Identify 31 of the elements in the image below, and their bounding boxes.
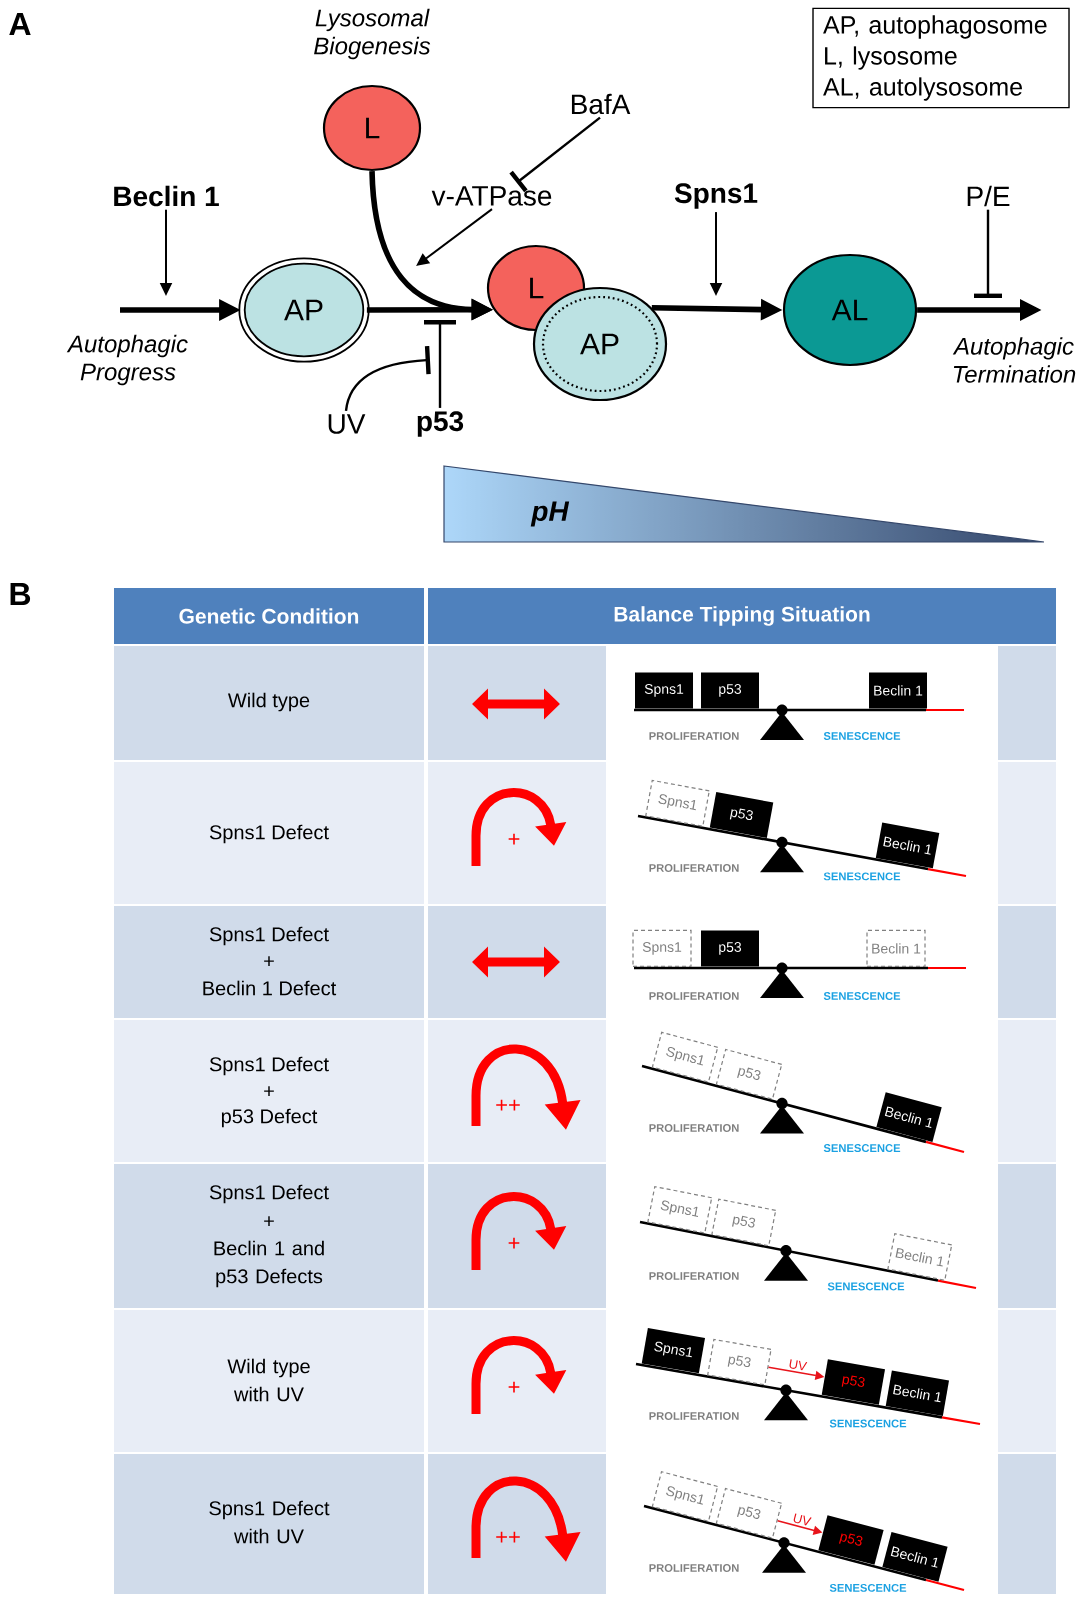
sign-label: ++ bbox=[496, 1531, 520, 1543]
table-cell: Spns1 Defect + p53 Defect bbox=[114, 1020, 424, 1162]
edge-label: Autophagic Termination bbox=[952, 337, 1076, 383]
factor-label: v-ATPase bbox=[431, 186, 552, 206]
factor-label: p53 bbox=[417, 411, 464, 437]
ph-gradient-triangle: pH bbox=[443, 465, 1045, 543]
factor-label: BafA bbox=[571, 93, 631, 115]
table-cell: Spns1 Defect + Beclin 1 Defect bbox=[114, 906, 424, 1018]
factor-label: Beclin 1 bbox=[114, 185, 219, 207]
table-cell: Wild type bbox=[114, 646, 424, 760]
arrow bbox=[416, 208, 493, 266]
inhibition-line bbox=[424, 320, 456, 408]
factor-label: UV bbox=[328, 414, 366, 434]
sign-label: ++ bbox=[496, 1099, 520, 1111]
edge-label: Autophagic Progress bbox=[66, 334, 188, 386]
table-header-cell: Balance Tipping Situation bbox=[428, 588, 1056, 644]
table-cell: Spns1 Defect + Beclin 1 and p53 Defects bbox=[114, 1164, 424, 1308]
sign-label: + bbox=[508, 1237, 520, 1249]
inhibition-line bbox=[974, 209, 1002, 298]
panel-letter: B bbox=[10, 583, 31, 605]
table-cell: Wild type with UV bbox=[114, 1310, 424, 1452]
table-cell: Spns1 Defect with UV bbox=[114, 1454, 424, 1594]
table-header-cell: Genetic Condition bbox=[114, 588, 424, 644]
sign-label: + bbox=[508, 1381, 520, 1393]
table-cell: Spns1 Defect bbox=[114, 762, 424, 904]
sign-label: + bbox=[508, 833, 520, 845]
factor-label: Spns1 bbox=[674, 183, 758, 209]
panel-letter: A bbox=[9, 13, 31, 35]
key-box: AP, autophagosome L, lysosome AL, autolysosome bbox=[812, 7, 1070, 109]
factor-label: P/E bbox=[967, 185, 1010, 207]
node-caption: Lysosomal Biogenesis bbox=[314, 8, 431, 60]
